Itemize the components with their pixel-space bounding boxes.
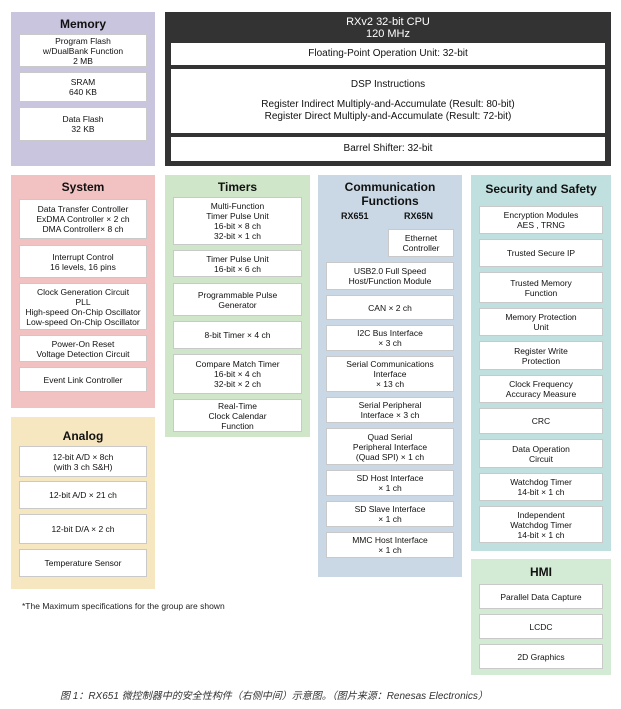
memory-data-flash: Data Flash 32 KB	[19, 107, 147, 141]
security-mpu: Memory Protection Unit	[479, 308, 603, 336]
analog-panel: Analog 12-bit A/D × 8ch (with 3 ch S&H) …	[11, 417, 155, 589]
security-crc: CRC	[479, 408, 603, 434]
timers-title: Timers	[217, 180, 258, 194]
security-clock-frequency: Clock Frequency Accuracy Measure	[479, 375, 603, 403]
comm-usb: USB2.0 Full Speed Host/Function Module	[326, 262, 454, 290]
security-panel: Security and Safety Encryption Modules A…	[471, 175, 611, 551]
timers-cmt: Compare Match Timer 16-bit × 4 ch 32-bit…	[173, 354, 302, 394]
figure-caption: 图 1：RX651 微控制器中的安全性构件（右侧中间）示意图。（图片来源：Ren…	[60, 691, 488, 702]
cpu-dsp-body: Register Indirect Multiply-and-Accumulat…	[261, 99, 515, 122]
security-trusted-secure-ip: Trusted Secure IP	[479, 239, 603, 267]
comm-ethernet: Ethernet Controller	[388, 229, 454, 257]
memory-panel: Memory Program Flash w/DualBank Function…	[11, 12, 155, 166]
system-interrupt: Interrupt Control 16 levels, 16 pins	[19, 245, 147, 278]
comm-mmc-host: MMC Host Interface × 1 ch	[326, 532, 454, 558]
cpu-dsp-title: DSP Instructions	[350, 79, 426, 90]
comm-can: CAN × 2 ch	[326, 295, 454, 320]
analog-dac: 12-bit D/A × 2 ch	[19, 514, 147, 544]
comm-sd-slave: SD Slave Interface × 1 ch	[326, 501, 454, 527]
timers-8bit: 8-bit Timer × 4 ch	[173, 321, 302, 349]
timers-ppg: Programmable Pulse Generator	[173, 283, 302, 316]
timers-mtu: Multi-Function Timer Pulse Unit 16-bit ×…	[173, 197, 302, 245]
analog-temperature-sensor: Temperature Sensor	[19, 549, 147, 577]
comm-i2c: I2C Bus Interface × 3 ch	[326, 325, 454, 351]
cpu-title: RXv2 32-bit CPU 120 MHz	[346, 16, 430, 40]
hmi-panel: HMI Parallel Data Capture LCDC 2D Graphi…	[471, 559, 611, 675]
memory-title: Memory	[59, 17, 106, 31]
security-independent-watchdog: Independent Watchdog Timer 14-bit × 1 ch	[479, 506, 603, 543]
timers-tpu: Timer Pulse Unit 16-bit × 6 ch	[173, 250, 302, 277]
communication-panel: Communication Functions RX651 RX65N Ethe…	[318, 175, 462, 577]
system-event-link: Event Link Controller	[19, 367, 147, 392]
comm-sci: Serial Communications Interface × 13 ch	[326, 356, 454, 392]
analog-adc-8ch: 12-bit A/D × 8ch (with 3 ch S&H)	[19, 446, 147, 477]
security-watchdog-timer: Watchdog Timer 14-bit × 1 ch	[479, 473, 603, 501]
hmi-title: HMI	[530, 565, 552, 579]
cpu-panel: RXv2 32-bit CPU 120 MHz Floating-Point O…	[165, 12, 611, 166]
communication-title: Communication Functions	[344, 180, 436, 208]
comm-sd-host: SD Host Interface × 1 ch	[326, 470, 454, 496]
memory-program-flash: Program Flash w/DualBank Function 2 MB	[19, 34, 147, 67]
comm-spi: Serial Peripheral Interface × 3 ch	[326, 397, 454, 423]
timers-rtc: Real-Time Clock Calendar Function	[173, 399, 302, 432]
cpu-dsp: DSP Instructions Register Indirect Multi…	[171, 69, 605, 133]
comm-col-rx651: RX651	[341, 211, 369, 221]
system-title: System	[61, 180, 105, 194]
system-panel: System Data Transfer Controller ExDMA Co…	[11, 175, 155, 408]
security-trusted-memory: Trusted Memory Function	[479, 272, 603, 303]
security-register-write-protection: Register Write Protection	[479, 341, 603, 370]
analog-title: Analog	[62, 429, 104, 443]
security-encryption: Encryption Modules AES , TRNG	[479, 206, 603, 234]
system-dtc: Data Transfer Controller ExDMA Controlle…	[19, 199, 147, 239]
system-power-on-reset: Power-On Reset Voltage Detection Circuit	[19, 335, 147, 362]
hmi-parallel-data-capture: Parallel Data Capture	[479, 584, 603, 609]
security-data-operation: Data Operation Circuit	[479, 439, 603, 468]
cpu-barrel-shifter: Barrel Shifter: 32-bit	[171, 137, 605, 161]
comm-qspi: Quad Serial Peripheral Interface (Quad S…	[326, 428, 454, 465]
hmi-lcdc: LCDC	[479, 614, 603, 639]
cpu-fpu: Floating-Point Operation Unit: 32-bit	[171, 43, 605, 65]
comm-col-rx65n: RX65N	[404, 211, 434, 221]
analog-adc-21ch: 12-bit A/D × 21 ch	[19, 481, 147, 509]
footnote: *The Maximum specifications for the grou…	[22, 601, 225, 611]
security-title: Security and Safety	[485, 182, 597, 196]
timers-panel: Timers Multi-Function Timer Pulse Unit 1…	[165, 175, 310, 437]
system-clock: Clock Generation Circuit PLL High-speed …	[19, 283, 147, 330]
memory-sram: SRAM 640 KB	[19, 72, 147, 102]
hmi-2d-graphics: 2D Graphics	[479, 644, 603, 669]
